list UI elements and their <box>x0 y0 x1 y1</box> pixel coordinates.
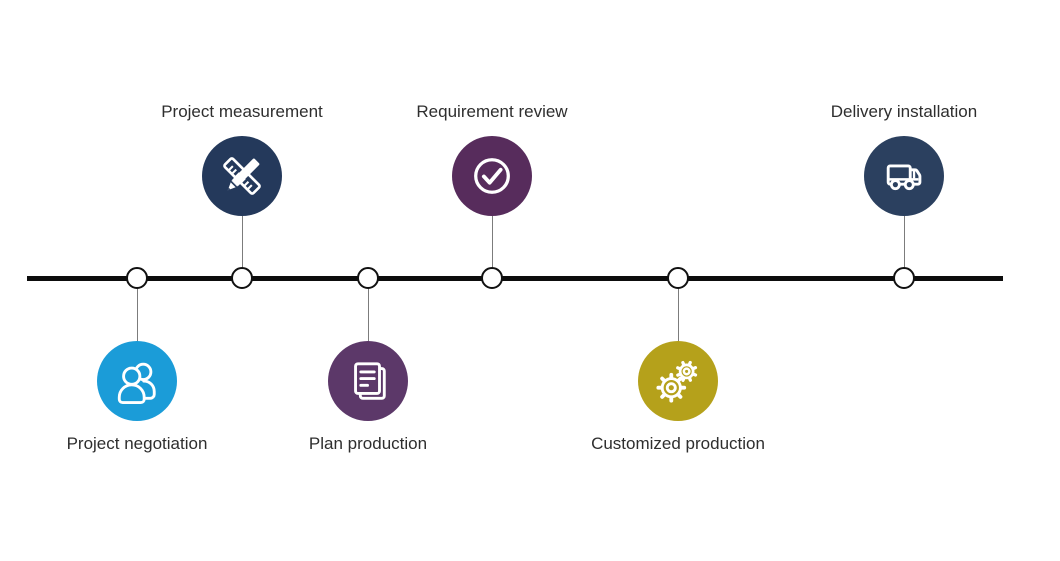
step-connector <box>491 215 493 278</box>
step-label: Delivery installation <box>830 102 978 121</box>
ruler-pencil-icon <box>223 157 261 195</box>
check-circle-icon <box>474 158 510 194</box>
document-icon <box>354 362 386 400</box>
step-connector <box>903 215 905 278</box>
step-label: Customized production <box>591 434 765 453</box>
users-icon <box>117 362 156 404</box>
step-connector <box>241 215 243 278</box>
step-icon-circle <box>864 136 944 216</box>
step-icon-circle <box>97 341 177 421</box>
gears-icon <box>656 360 698 403</box>
step-icon-circle <box>452 136 532 216</box>
step-label: Project negotiation <box>66 434 208 453</box>
step-connector <box>136 279 138 342</box>
step-connector <box>677 279 679 342</box>
step-label: Requirement review <box>416 102 568 121</box>
step-icon-circle <box>328 341 408 421</box>
timeline-line <box>27 276 1003 281</box>
step-icon-circle <box>638 341 718 421</box>
step-connector <box>367 279 369 342</box>
truck-icon <box>886 164 922 191</box>
step-icon-circle <box>202 136 282 216</box>
step-label: Project measurement <box>161 102 323 121</box>
step-label: Plan production <box>308 434 428 453</box>
